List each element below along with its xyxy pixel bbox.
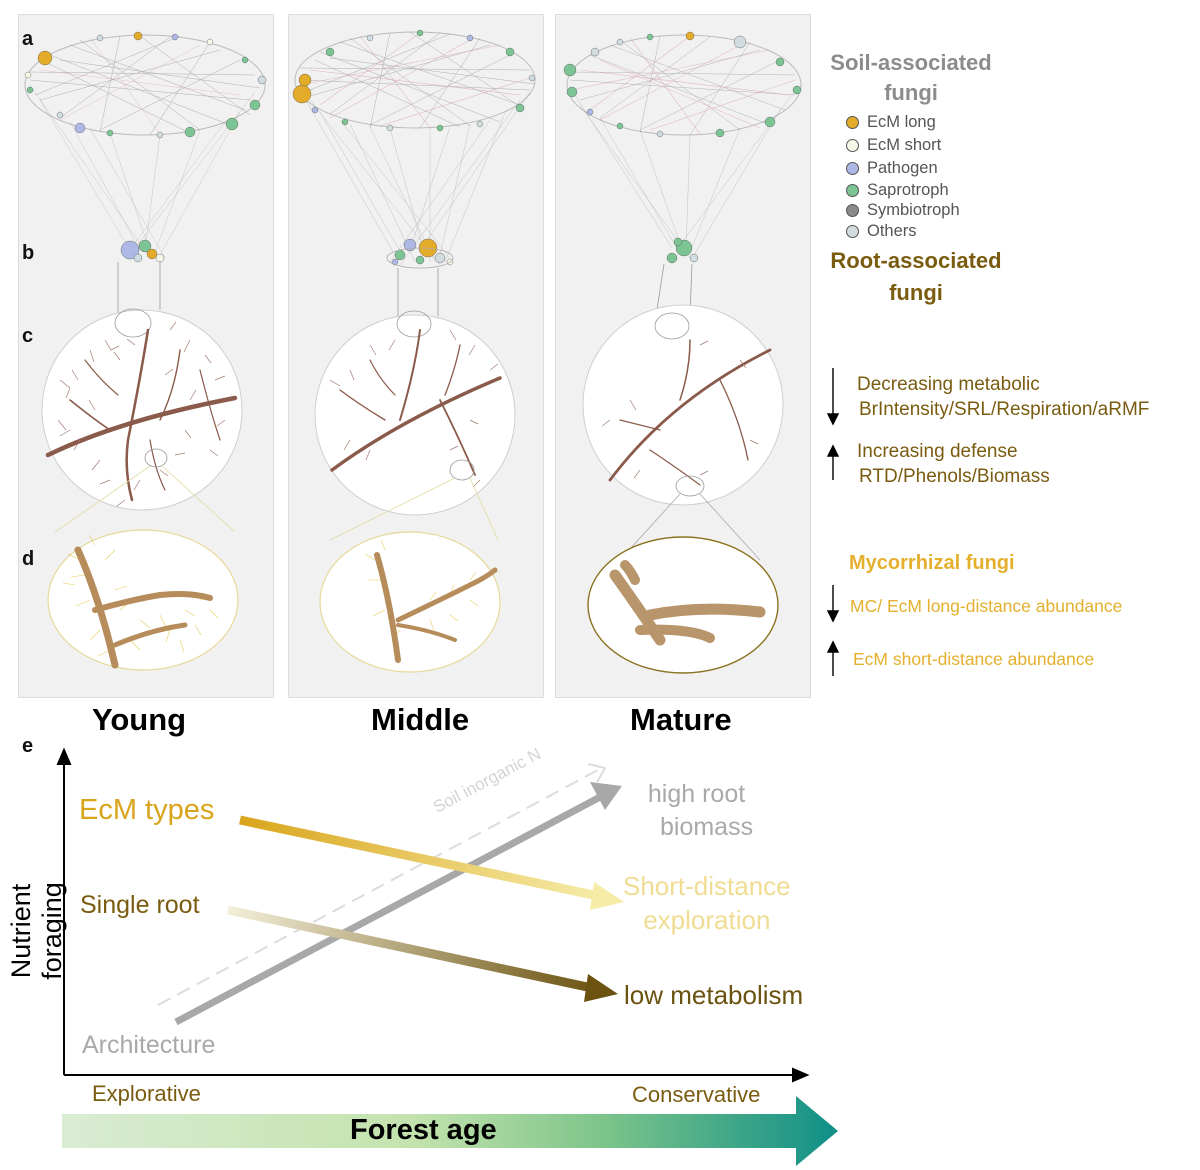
panel-letter-d: d [22, 548, 35, 570]
ecm-types-label: EcM types [79, 794, 215, 826]
panel-letter-c: c [22, 325, 34, 347]
soil-network-mature [563, 31, 802, 317]
short-distance-label: Short-distance exploration [623, 869, 791, 937]
legend-soil-title-line2: fungi [884, 80, 938, 105]
root-tip-young [47, 529, 239, 671]
trait-arrows [826, 368, 840, 676]
single-root-arrow [227, 905, 618, 1002]
root-tip-mature [587, 536, 779, 674]
single-root-label: Single root [80, 891, 200, 919]
legend-label: Pathogen [867, 159, 938, 177]
trait-decreasing-line1: Decreasing metabolic [857, 374, 1040, 395]
trait-increasing-line1: Increasing defense [857, 441, 1018, 462]
ecm-types-arrow [239, 815, 624, 910]
panel-letter-e: e [22, 735, 34, 757]
legend-soil-title: Soil-associated fungi [826, 50, 996, 106]
legend-label: Saprotroph [867, 181, 949, 199]
explorative-label: Explorative [92, 1081, 201, 1106]
architecture-label: Architecture [82, 1031, 216, 1059]
soil-network-young [24, 31, 267, 315]
schematic-axes [56, 747, 810, 1083]
stage-middle-label: Middle [371, 702, 470, 737]
low-metabolism-label: low metabolism [624, 980, 804, 1010]
forest-age-label: Forest age [350, 1114, 497, 1146]
root-system-middle [314, 310, 516, 541]
trait-decreasing: Decreasing metabolic BrIntensity/SRL/Res… [857, 372, 1149, 422]
mycorrhizal-increase: EcM short-distance abundance [853, 649, 1095, 669]
legend-label: Others [867, 222, 917, 240]
root-system-mature [582, 304, 784, 561]
legend-root-title-line1: Root-associated [830, 248, 1002, 273]
legend-item-ecm-short: EcM short [846, 136, 941, 155]
panel-letter-b: b [22, 242, 35, 264]
root-tip-middle [319, 531, 501, 673]
trait-increasing: Increasing defense RTD/Phenols/Biomass [857, 439, 1050, 489]
legend-item-ecm-long: EcM long [846, 113, 936, 132]
high-root-line2: biomass [660, 813, 754, 841]
soil-n-arrow [157, 763, 607, 1006]
legend-dot-icon [846, 225, 859, 238]
legend-item-saprotroph: Saprotroph [846, 181, 949, 200]
legend-label: EcM short [867, 136, 942, 154]
short-distance-line1: Short-distance [623, 871, 791, 901]
high-root-line1: high root [647, 780, 746, 808]
mycorrhizal-title: Mycorrhizal fungi [849, 552, 1015, 574]
mycorrhizal-decrease: MC/ EcM long-distance abundance [850, 596, 1123, 616]
high-root-biomass-label: high root biomass [640, 778, 753, 844]
legend-dot-icon [846, 162, 859, 175]
trait-decreasing-line2: BrIntensity/SRL/Respiration/aRMF [859, 399, 1150, 420]
legend-label: Symbiotroph [867, 201, 960, 219]
architecture-arrow [174, 782, 622, 1026]
legend-soil-title-line1: Soil-associated [830, 50, 992, 75]
conservative-label: Conservative [632, 1082, 761, 1107]
trait-increasing-line2: RTD/Phenols/Biomass [859, 466, 1050, 487]
stage-mature-label: Mature [630, 702, 732, 737]
soil-network-middle [292, 29, 536, 316]
legend-root-title-line2: fungi [889, 280, 943, 305]
legend-dot-icon [846, 184, 859, 197]
legend-item-pathogen: Pathogen [846, 159, 938, 178]
legend-item-symbiotroph: Symbiotroph [846, 201, 960, 220]
stage-young-label: Young [92, 702, 187, 737]
legend-dot-icon [846, 116, 859, 129]
panel-letter-a: a [22, 28, 34, 50]
legend-label: EcM long [867, 113, 936, 131]
short-distance-line2: exploration [643, 905, 771, 935]
y-axis-label: Nutrient foraging [6, 882, 67, 980]
legend-dot-icon [846, 139, 859, 152]
legend-item-others: Others [846, 222, 917, 241]
legend-root-title: Root-associated fungi [830, 248, 1002, 306]
root-system-young [41, 308, 243, 533]
legend-dot-icon [846, 204, 859, 217]
forest-age-arrow [62, 1096, 838, 1166]
